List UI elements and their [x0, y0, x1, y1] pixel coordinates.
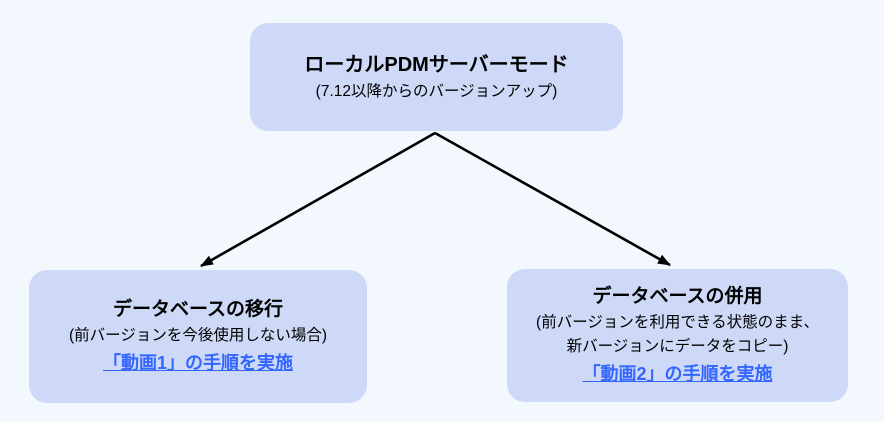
- right-node-note-line-1: (前バージョンを利用できる状態のまま、: [536, 313, 819, 331]
- root-node-local-pdm-server-mode: ローカルPDMサーバーモード (7.12以降からのバージョンアップ): [250, 23, 623, 131]
- left-node-title: データベースの移行: [112, 298, 284, 320]
- arrow-to-left-node: [200, 131, 436, 268]
- left-node-video1-link[interactable]: 「動画1」の手順を実施: [102, 352, 293, 373]
- right-node-video2-link[interactable]: 「動画2」の手順を実施: [582, 363, 773, 384]
- root-node-title: ローカルPDMサーバーモード: [304, 54, 569, 76]
- root-node-subtitle: (7.12以降からのバージョンアップ): [315, 83, 558, 100]
- arrow-to-right-node: [434, 131, 671, 267]
- right-node-database-coexistence: データベースの併用 (前バージョンを利用できる状態のまま、 新バージョンにデータ…: [507, 269, 848, 402]
- right-node-note-line-2: 新バージョンにデータをコピー): [566, 337, 789, 355]
- left-node-note-line: (前バージョンを今後使用しない場合): [68, 326, 327, 344]
- right-node-title: データベースの併用: [592, 285, 763, 307]
- left-node-database-migration: データベースの移行 (前バージョンを今後使用しない場合) 「動画1」の手順を実施: [29, 270, 367, 403]
